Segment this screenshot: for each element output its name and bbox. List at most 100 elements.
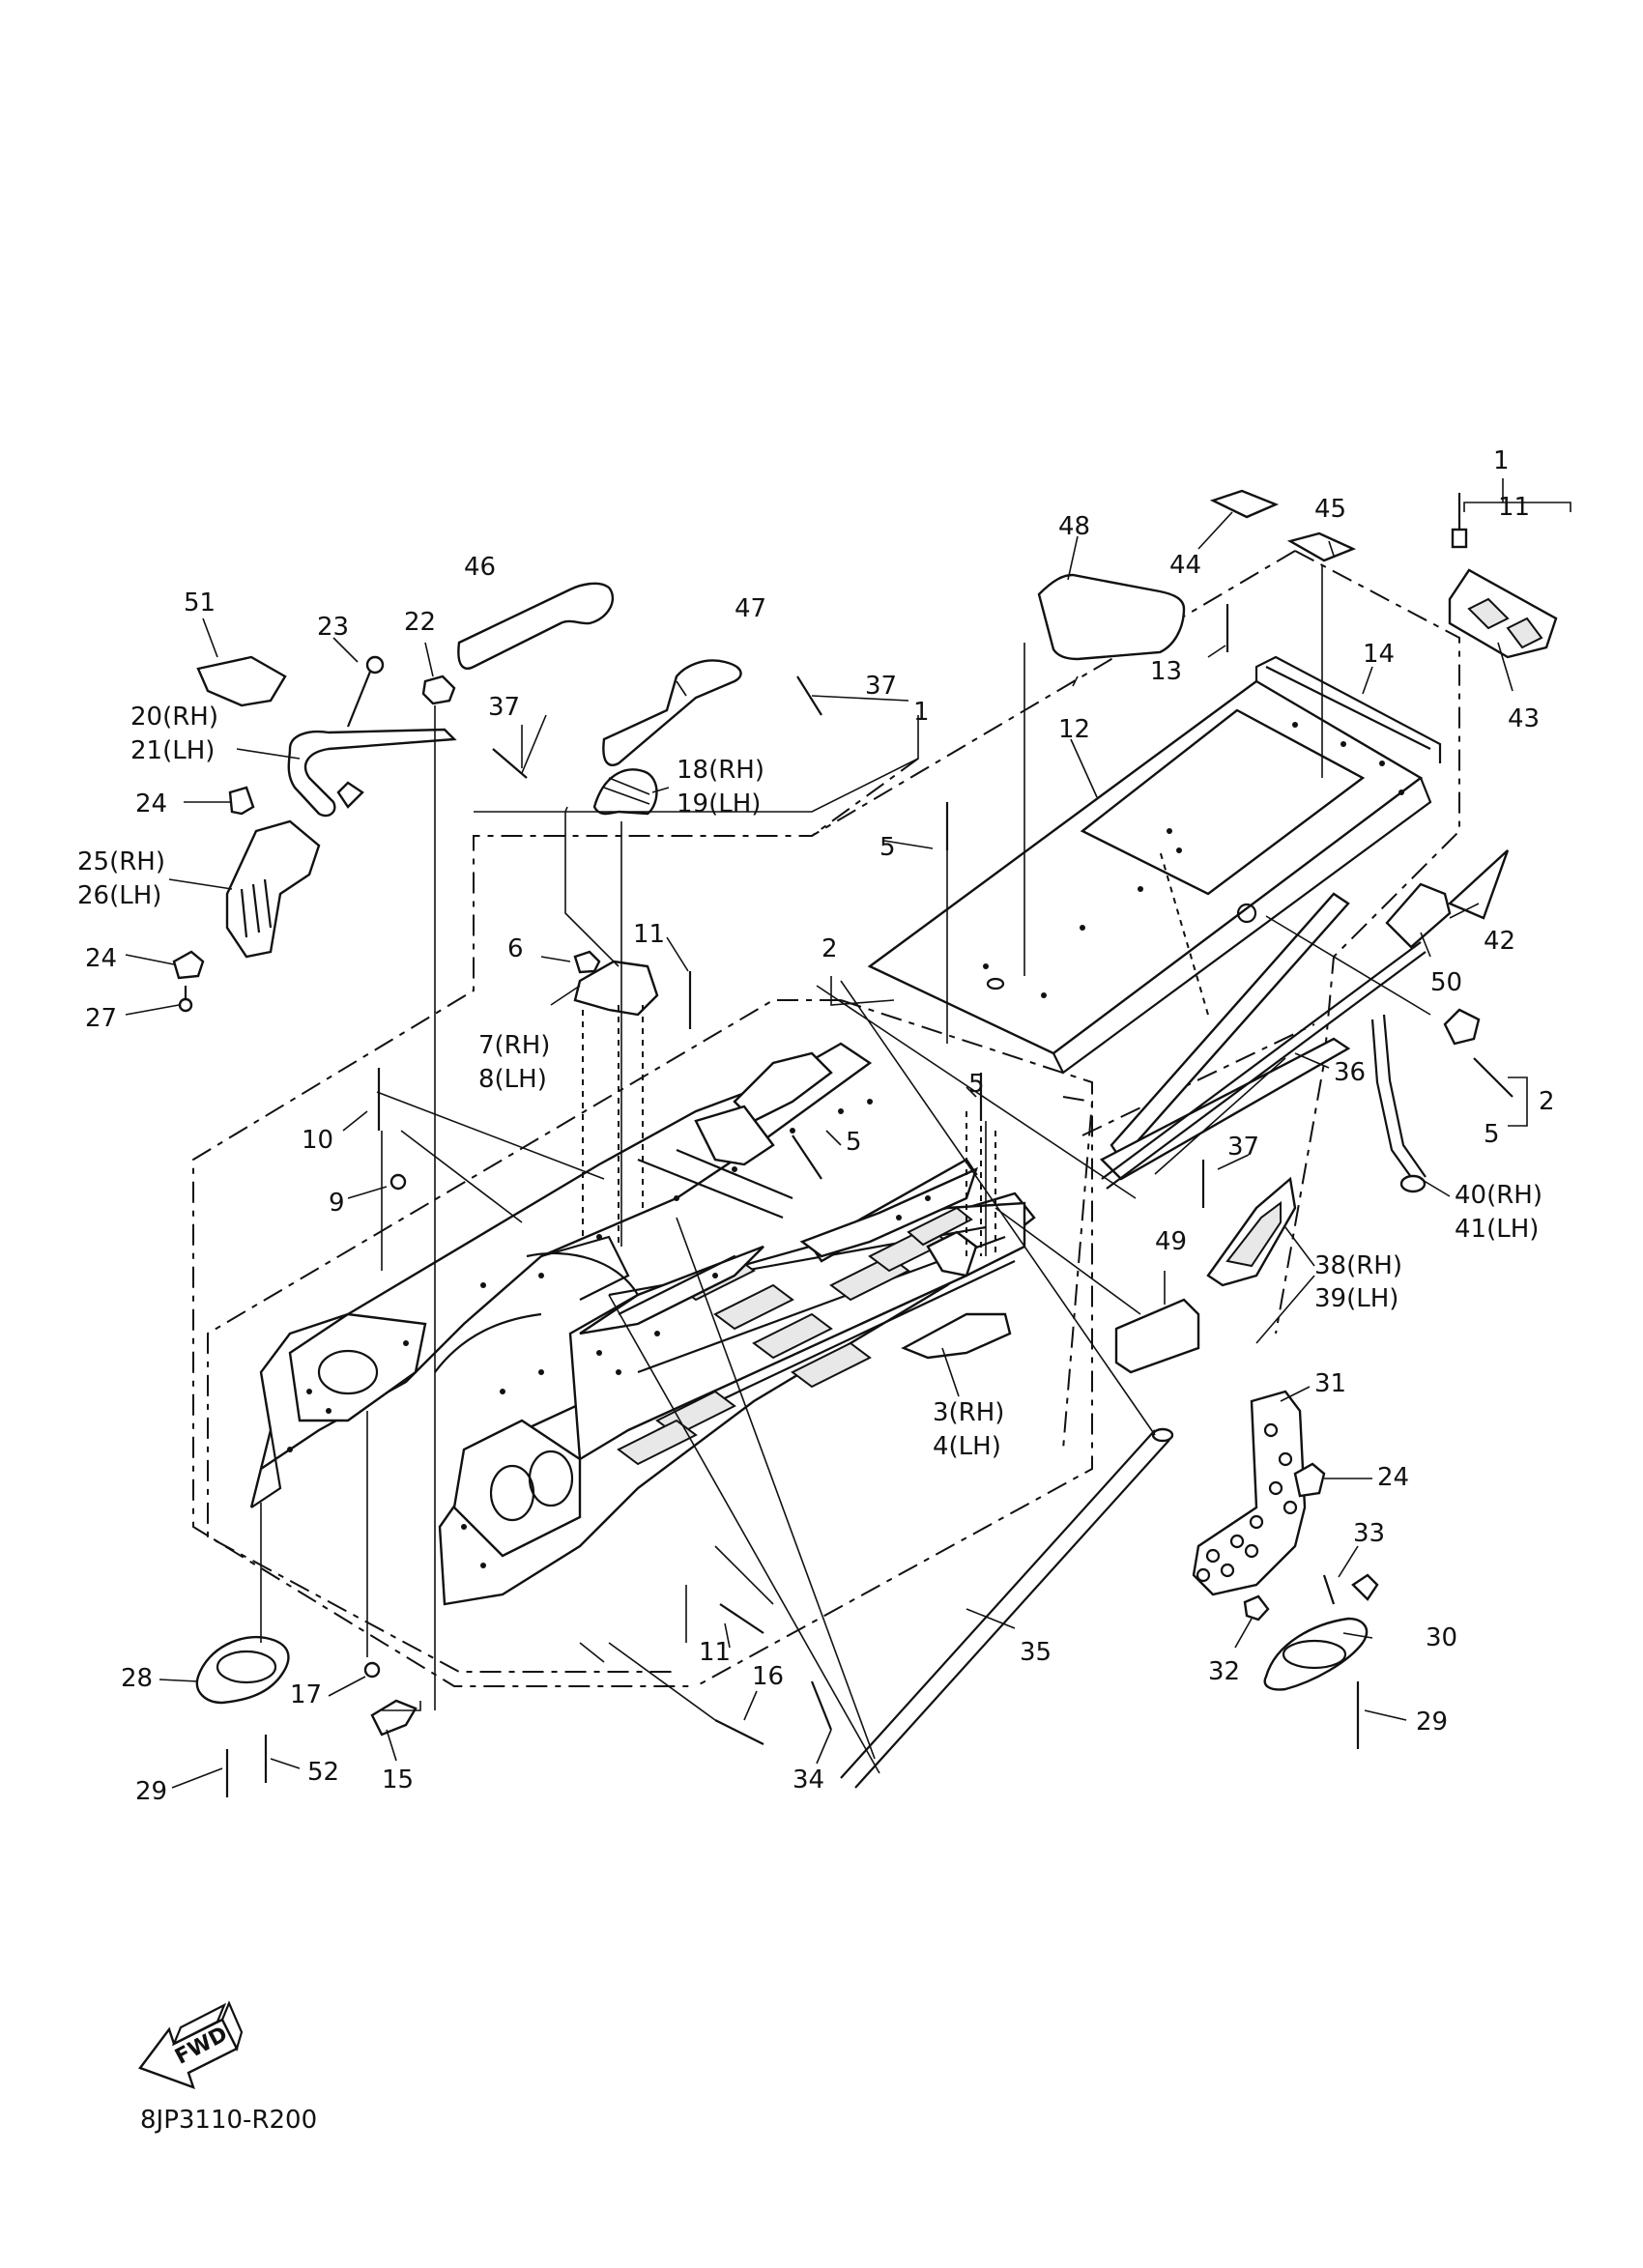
deck-rivets [983,722,1404,998]
callout-5-left: 5 [879,833,896,862]
callout-39: 39(LH) [1314,1284,1398,1313]
part-51 [196,655,287,707]
callout-44: 44 [1169,551,1201,580]
callout-13: 13 [1150,657,1182,686]
part-43-tail-bracket [1448,493,1558,659]
part-31 [1192,1390,1307,1596]
callout-19: 19(LH) [677,789,761,818]
callout-40: 40(RH) [1455,1181,1542,1210]
callout-11-mid: 11 [633,920,665,949]
callout-5-mid: 5 [968,1070,985,1099]
group-outlines [192,550,1460,1687]
callout-48: 48 [1058,512,1090,541]
callout-27: 27 [85,1004,117,1033]
decal-47 [602,659,742,766]
rivet-34 [810,1680,833,1731]
callout-labels: 1 11 43 44 45 48 13 14 12 42 50 36 5 2 4… [77,446,1555,1806]
screw-17 [363,1661,381,1679]
part-15 [370,1699,418,1737]
callout-45: 45 [1314,495,1346,524]
callout-31: 31 [1314,1369,1346,1398]
callout-38: 38(RH) [1314,1251,1402,1280]
callout-5-center: 5 [846,1128,862,1157]
callout-49: 49 [1155,1227,1187,1256]
part-24-clip-c [1293,1462,1326,1498]
rivets-5 [792,802,1513,1180]
callout-21: 21(LH) [130,736,215,765]
part-24-clip-b [172,950,205,980]
part-36-rod [1101,941,1427,1190]
callout-15: 15 [382,1766,414,1794]
callout-25: 25(RH) [77,847,165,876]
callout-36: 36 [1334,1058,1366,1087]
decal-45 [1286,531,1357,562]
part-7-8 [573,960,659,1017]
callout-18: 18(RH) [677,756,764,785]
callout-2-mid: 2 [822,934,838,963]
callout-28: 28 [121,1664,153,1693]
callout-5-right: 5 [1484,1120,1500,1149]
part-42 [1447,849,1510,920]
callout-52: 52 [307,1758,339,1787]
part-24-clip-a [228,786,255,816]
callout-3: 3(RH) [933,1398,1004,1427]
rivet-16 [714,1719,764,1745]
callout-22: 22 [404,608,436,637]
callout-16: 16 [752,1662,784,1691]
callout-30: 30 [1426,1623,1457,1652]
callout-37-mid: 37 [865,672,897,701]
callout-4: 4(LH) [933,1432,1001,1461]
part-20-21 [287,728,457,818]
callout-37-left: 37 [488,693,520,722]
callout-50: 50 [1430,968,1462,997]
callout-43: 43 [1508,704,1540,733]
callout-37-right: 37 [1227,1133,1259,1162]
callout-29-left: 29 [135,1777,167,1806]
part-6-nut [573,950,601,974]
part-40-41-chain [1370,1008,1481,1193]
callout-6: 6 [507,934,524,963]
decal-46 [457,582,615,670]
callout-46: 46 [464,553,496,582]
callout-26: 26(LH) [77,881,161,910]
callout-9: 9 [329,1189,345,1218]
part-35-rod [840,1427,1174,1789]
callout-42: 42 [1484,927,1515,956]
frame-rivets [287,1099,931,1568]
callout-41: 41(LH) [1455,1215,1539,1244]
part-18-19 [592,768,658,816]
part-50 [1385,882,1452,949]
callout-47: 47 [735,594,766,623]
callout-1-top: 1 [1493,446,1510,475]
callout-11-low: 11 [699,1638,731,1667]
decal-44 [1209,489,1280,519]
bolt-32 [1243,1594,1270,1622]
callout-14: 14 [1363,640,1395,669]
part-30 [1263,1617,1369,1691]
decal-48 [1037,573,1186,661]
part-22-nut [421,675,456,705]
callout-10: 10 [302,1126,333,1155]
callout-12: 12 [1058,715,1090,744]
part-28 [195,1635,290,1705]
part-49 [1114,1298,1200,1374]
fwd-arrow: FWD [138,2000,244,2089]
callout-11-top: 11 [1498,493,1530,522]
rear-tunnel-deck [867,655,1442,1181]
part-31-holes [1196,1422,1298,1583]
callout-33: 33 [1353,1519,1385,1548]
callout-17: 17 [290,1680,322,1709]
callout-51: 51 [184,589,216,617]
callout-24-a: 24 [135,789,167,818]
callout-29-right: 29 [1416,1708,1448,1737]
callout-7: 7(RH) [478,1031,550,1060]
leader-lines [125,478,1571,1789]
callout-24-right: 24 [1377,1463,1409,1492]
callout-8: 8(LH) [478,1065,547,1094]
part-25-26 [225,819,321,959]
tunnel-frame [249,1042,1036,1606]
callout-20: 20(RH) [130,703,218,732]
screw-33 [1322,1574,1336,1605]
rivets-37 [492,675,1205,1208]
